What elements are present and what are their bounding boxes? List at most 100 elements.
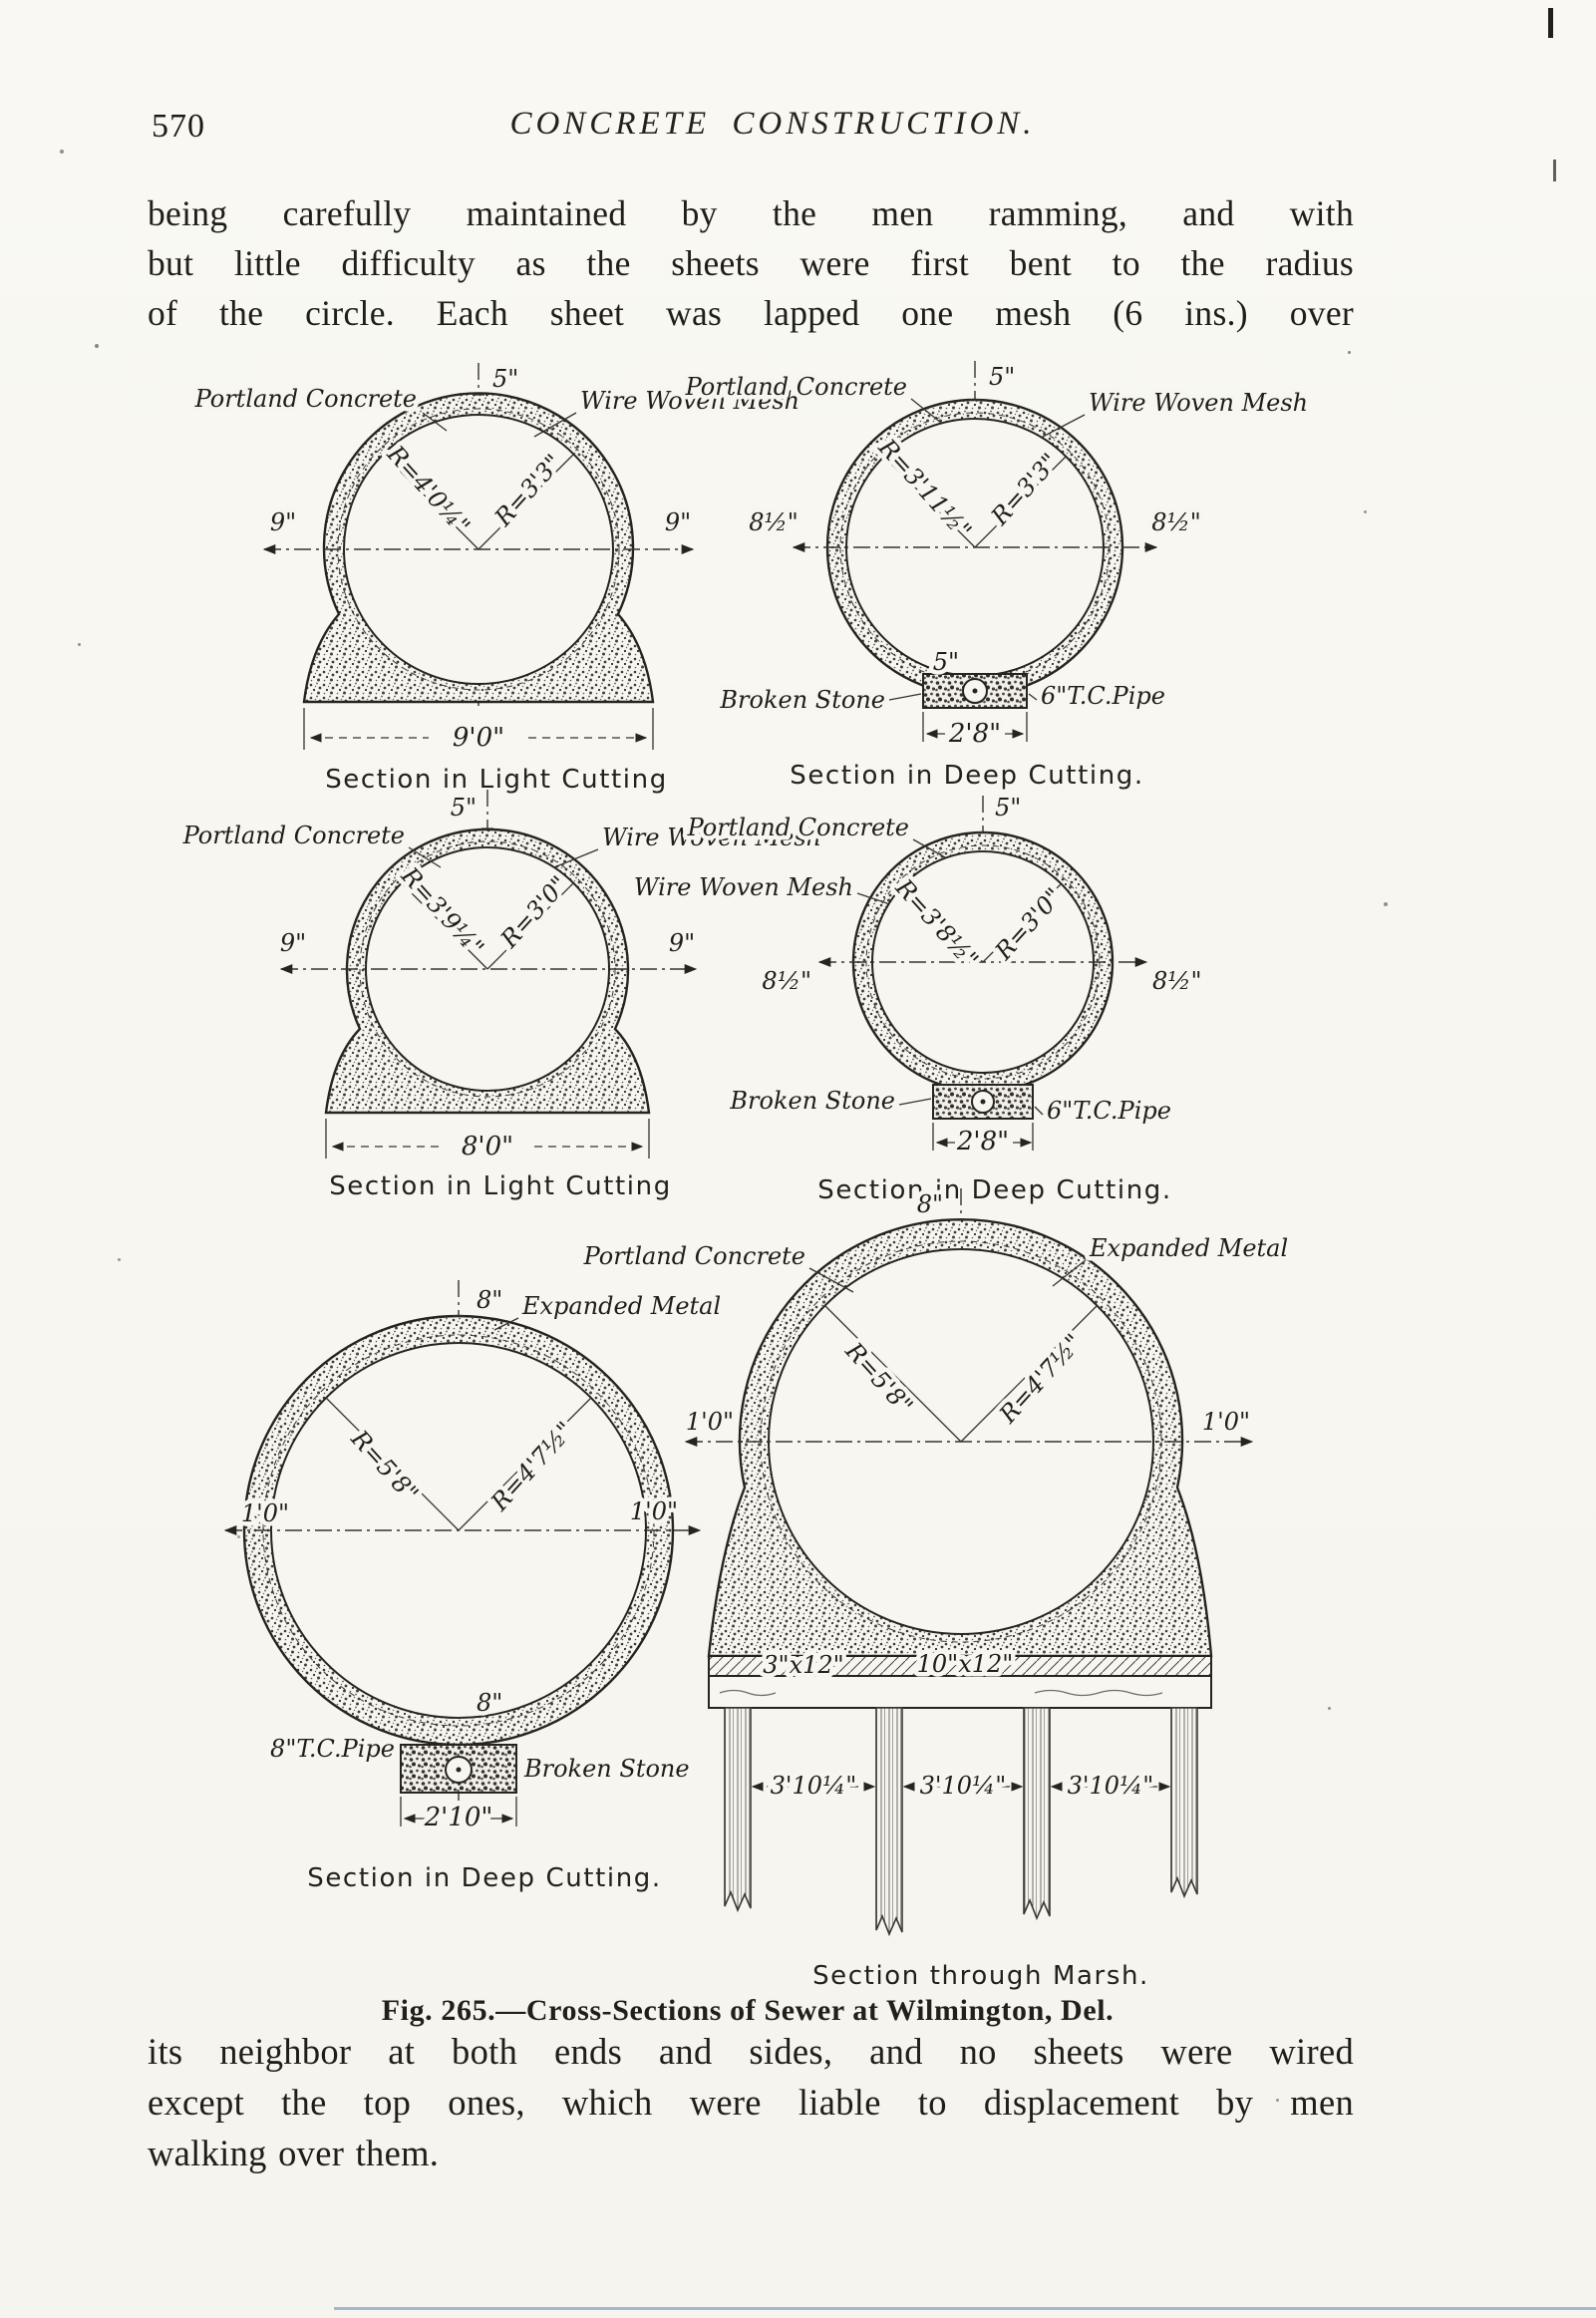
radius-line <box>458 1397 592 1531</box>
label-portland-concrete: Portland Concrete <box>583 1242 805 1270</box>
label-tc-pipe: 6"T.C.Pipe <box>1047 1097 1171 1125</box>
text-line: except the top ones, which were liable t… <box>148 2082 1354 2123</box>
running-header: CONCRETE CONSTRUCTION. <box>509 106 1036 142</box>
dim-wall-right: 1'0" <box>1202 1408 1250 1436</box>
scan-speck <box>1328 1707 1331 1710</box>
label-timber-small: 3"x12" <box>763 1651 843 1679</box>
scan-speck <box>95 344 99 348</box>
label-portland-concrete: Portland Concrete <box>685 373 907 401</box>
leader-line <box>1042 414 1086 438</box>
dim-crown-thickness: 8" <box>477 1286 502 1314</box>
pipe-center <box>980 1099 986 1105</box>
diagram-light-cutting-9ft: Portland Concrete 5" Wire Woven Mesh R=4… <box>189 361 804 796</box>
label-tc-pipe: 8"T.C.Pipe <box>270 1735 395 1763</box>
pile <box>1170 1707 1198 1899</box>
scan-speck <box>1348 351 1351 354</box>
dim-wall-right: 8½" <box>1151 508 1201 536</box>
diagram-deep-cutting-middle: Portland Concrete 5" Wire Woven Mesh R=3… <box>629 790 1206 1206</box>
dim-pile-spacing: 3'10¼" <box>771 1772 857 1800</box>
radius-line <box>823 1304 962 1443</box>
dim-wall-left: 8½" <box>749 508 798 536</box>
diagram-caption: Section in Deep Cutting. <box>817 1175 1172 1205</box>
label-wire-mesh: Wire Woven Mesh <box>1089 389 1308 417</box>
leader-line <box>1034 1106 1044 1116</box>
dim-base-width: 8'0" <box>462 1132 513 1161</box>
pipe-center <box>972 688 978 694</box>
diagram-deep-cutting-large: 8" Expanded Metal R=5'8" R=4'7½" 1'0" 1'… <box>223 1280 726 1893</box>
dim-wall-right: 9" <box>669 929 695 957</box>
leader-line <box>408 846 442 868</box>
label-wire-mesh: Wire Woven Mesh <box>580 387 799 415</box>
radius-line <box>982 882 1063 963</box>
scan-speck <box>237 1535 240 1538</box>
dim-wall-left: 9" <box>280 929 306 957</box>
pile <box>1023 1707 1051 1921</box>
radius-line <box>325 1397 460 1531</box>
pipe-center <box>456 1767 462 1773</box>
scan-speck <box>1276 2099 1279 2102</box>
dim-invert-thickness: 8" <box>477 1689 502 1717</box>
text-line: its neighbor at both ends and sides, and… <box>148 2031 1354 2072</box>
radius-line <box>401 882 488 970</box>
scan-speck <box>118 1258 121 1261</box>
pile <box>875 1707 903 1937</box>
diagram-light-cutting-8ft: Portland Concrete 5" Wire Woven Mesh R=3… <box>177 790 826 1202</box>
label-broken-stone: Broken Stone <box>729 1087 895 1115</box>
dim-crown-thickness: 5" <box>989 363 1015 391</box>
broken-stone-bed <box>400 1744 517 1794</box>
dim-wall-right: 1'0" <box>630 1497 678 1525</box>
label-tc-pipe: 6"T.C.Pipe <box>1041 682 1165 710</box>
leader-line <box>422 412 448 432</box>
dim-crown-thickness: 5" <box>492 365 518 393</box>
label-expanded-metal: Expanded Metal <box>521 1292 721 1320</box>
dim-crown-thickness: 8" <box>917 1190 943 1218</box>
radius-line <box>383 454 479 550</box>
figure-265-drawing: Portland Concrete 5" Wire Woven Mesh R=4… <box>177 359 1313 1992</box>
dim-base-width: 2'8" <box>948 719 1001 749</box>
dim-crown-thickness: 5" <box>995 794 1021 822</box>
figure-caption: Fig. 265.—Cross-Sections of Sewer at Wil… <box>381 1994 1115 2027</box>
label-expanded-metal: Expanded Metal <box>1089 1234 1288 1262</box>
leader-line <box>910 398 942 424</box>
paragraph-top: being carefully maintained by the men ra… <box>148 188 1354 338</box>
leader-line <box>808 1267 854 1293</box>
diagram-caption: Section in Deep Cutting. <box>790 761 1144 791</box>
radius-line <box>486 882 574 970</box>
dim-pile-spacing: 3'10¼" <box>920 1772 1007 1800</box>
dim-base-width: 2'10" <box>424 1803 493 1832</box>
dim-wall-left: 9" <box>270 508 296 536</box>
leader-line <box>1052 1259 1087 1287</box>
label-broken-stone: Broken Stone <box>719 686 885 714</box>
scan-speck <box>1384 902 1388 906</box>
diagram-deep-cutting-upper: Portland Concrete 5" Wire Woven Mesh R=3… <box>680 359 1313 792</box>
leader-line <box>553 848 599 868</box>
scan-edge-line <box>334 2307 1596 2310</box>
leader-line <box>493 1317 519 1331</box>
radius-line <box>974 456 1067 548</box>
dim-base-width: 2'8" <box>956 1127 1009 1157</box>
leader-line <box>912 838 946 858</box>
label-portland-concrete: Portland Concrete <box>194 385 417 413</box>
diagram-caption: Section in Light Cutting <box>329 1171 672 1201</box>
leader-line <box>898 1098 932 1106</box>
dim-wall-left: 1'0" <box>686 1408 734 1436</box>
radius-line <box>883 456 976 548</box>
paragraph-bottom: its neighbor at both ends and sides, and… <box>148 2026 1354 2178</box>
leader-line <box>888 693 922 701</box>
text-line: but little difficulty as the sheets were… <box>148 243 1354 283</box>
label-portland-concrete: Portland Concrete <box>182 822 405 849</box>
pile <box>724 1707 752 1913</box>
figure-265: Portland Concrete 5" Wire Woven Mesh R=4… <box>50 345 1545 2000</box>
label-wire-mesh: Wire Woven Mesh <box>602 824 821 851</box>
dim-wall-left: 8½" <box>762 967 811 995</box>
diagram-caption: Section in Light Cutting <box>325 765 668 795</box>
scan-artifact <box>1548 8 1553 38</box>
dim-crown-thickness: 5" <box>451 794 477 822</box>
leader-line <box>856 892 888 904</box>
radius-line <box>478 454 574 550</box>
dim-base-width: 9'0" <box>453 723 504 753</box>
dim-pile-spacing: 3'10¼" <box>1068 1772 1154 1800</box>
scan-speck <box>1364 510 1367 513</box>
label-wire-mesh: Wire Woven Mesh <box>634 873 853 901</box>
